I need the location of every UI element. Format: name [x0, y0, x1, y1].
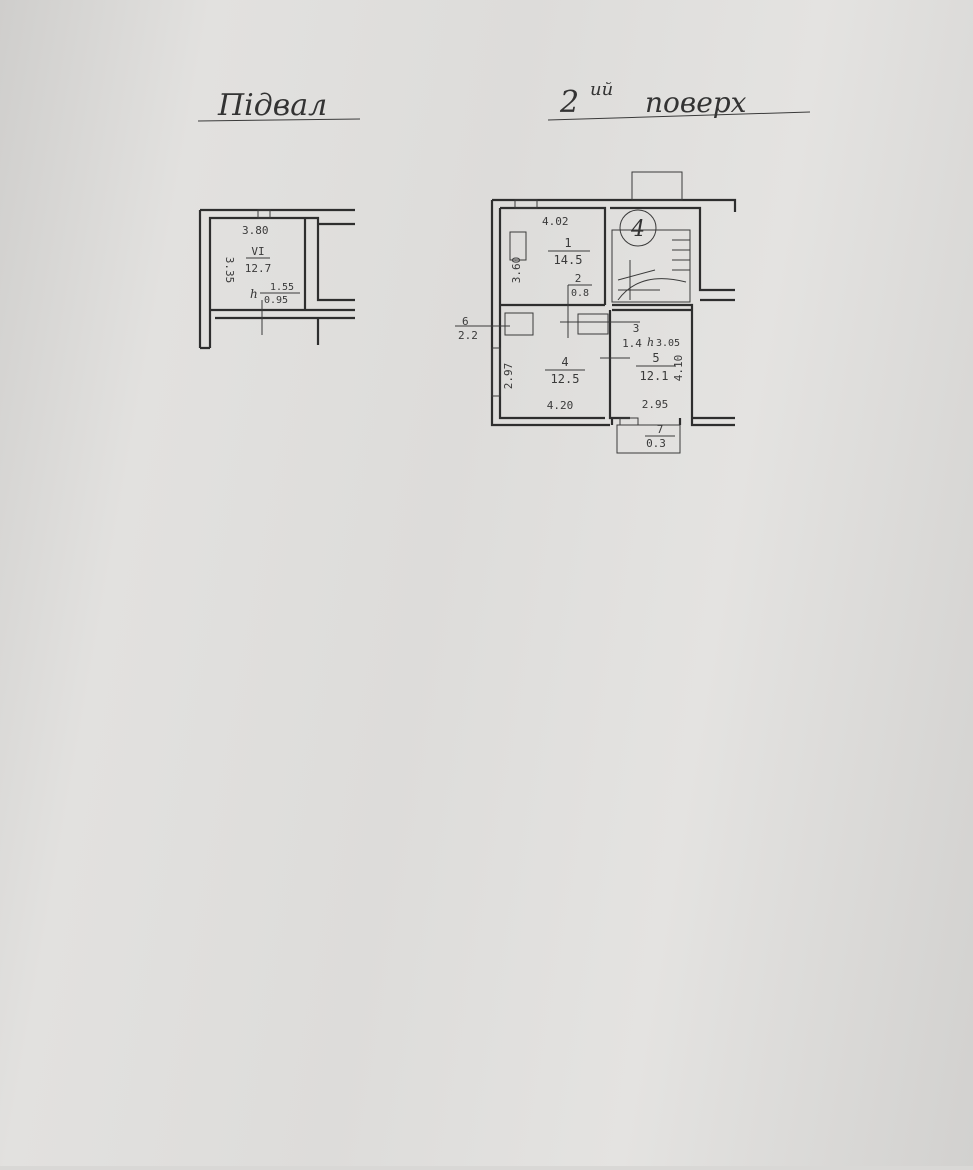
- sink-fixture: [504, 312, 534, 336]
- basement-width-label: 3.80: [242, 224, 269, 237]
- stove-fixture: [509, 231, 527, 261]
- basement-title-text: Підвал: [217, 88, 327, 123]
- room7-area: 0.3: [646, 437, 666, 450]
- basement-h-label: h: [250, 287, 258, 301]
- stair-steps: [617, 239, 690, 301]
- second-floor-title-underline: [547, 111, 811, 121]
- basement-window: [257, 209, 271, 219]
- room5-area: 12.1: [640, 369, 669, 383]
- basement-depth-b: 0.95: [264, 295, 288, 306]
- window-top-left: [514, 199, 538, 209]
- basement-title: Підвал: [197, 88, 361, 123]
- basement-room-number: VI: [251, 245, 264, 258]
- toilet-fixture: [577, 313, 609, 335]
- porch-room: [616, 424, 681, 454]
- stairwell: [611, 229, 691, 303]
- room2-number: 2: [575, 272, 582, 285]
- room1-area: 14.5: [554, 253, 583, 267]
- room5-side-dimension: 4.10: [672, 355, 685, 382]
- second-floor-word: поверх: [645, 86, 747, 119]
- room3-number: 3: [633, 322, 640, 335]
- basement-height-label: 3.35: [223, 257, 236, 284]
- window-left: [491, 347, 501, 397]
- room4-bottom-dimension: 4.20: [547, 399, 574, 412]
- room6-number: 6: [462, 315, 469, 328]
- room3-h-value: 3.05: [656, 338, 680, 349]
- room1-side-dimension: 3.60: [510, 257, 523, 284]
- chimney-block: [631, 171, 683, 201]
- room7-number: 7: [657, 423, 664, 436]
- basement-title-underline: [197, 118, 361, 122]
- stair-number-label: 4: [630, 217, 645, 242]
- room4-area: 12.5: [551, 372, 580, 386]
- room6-area: 2.2: [458, 329, 478, 342]
- room4-side-dimension: 2.97: [502, 363, 515, 390]
- room4-number: 4: [561, 355, 568, 369]
- room3-area: 1.4: [622, 337, 642, 350]
- stair-circle-marker: [619, 209, 657, 247]
- basement-plan: 3.80 3.35 VI 12.7 h 1.55 0.95: [198, 208, 355, 350]
- basement-depth-a: 1.55: [270, 282, 294, 293]
- room3-h-label: h: [647, 336, 654, 349]
- second-floor-title: 2 ий поверх: [547, 79, 811, 121]
- second-floor-walls: [490, 198, 737, 427]
- room5-number: 5: [652, 351, 659, 365]
- room5-bottom-dimension: 2.95: [642, 398, 669, 411]
- second-floor-plan: 4 4.02 1 14.5 3.60 2 0.8 3 1.4 h 3.05 4: [455, 171, 737, 454]
- second-floor-suffix: ий: [590, 79, 613, 100]
- room1-number: 1: [564, 236, 571, 250]
- room1-top-dimension: 4.02: [542, 215, 569, 228]
- room2-area: 0.8: [571, 288, 589, 299]
- second-floor-number: 2: [559, 85, 579, 120]
- basement-room-area: 12.7: [245, 262, 272, 275]
